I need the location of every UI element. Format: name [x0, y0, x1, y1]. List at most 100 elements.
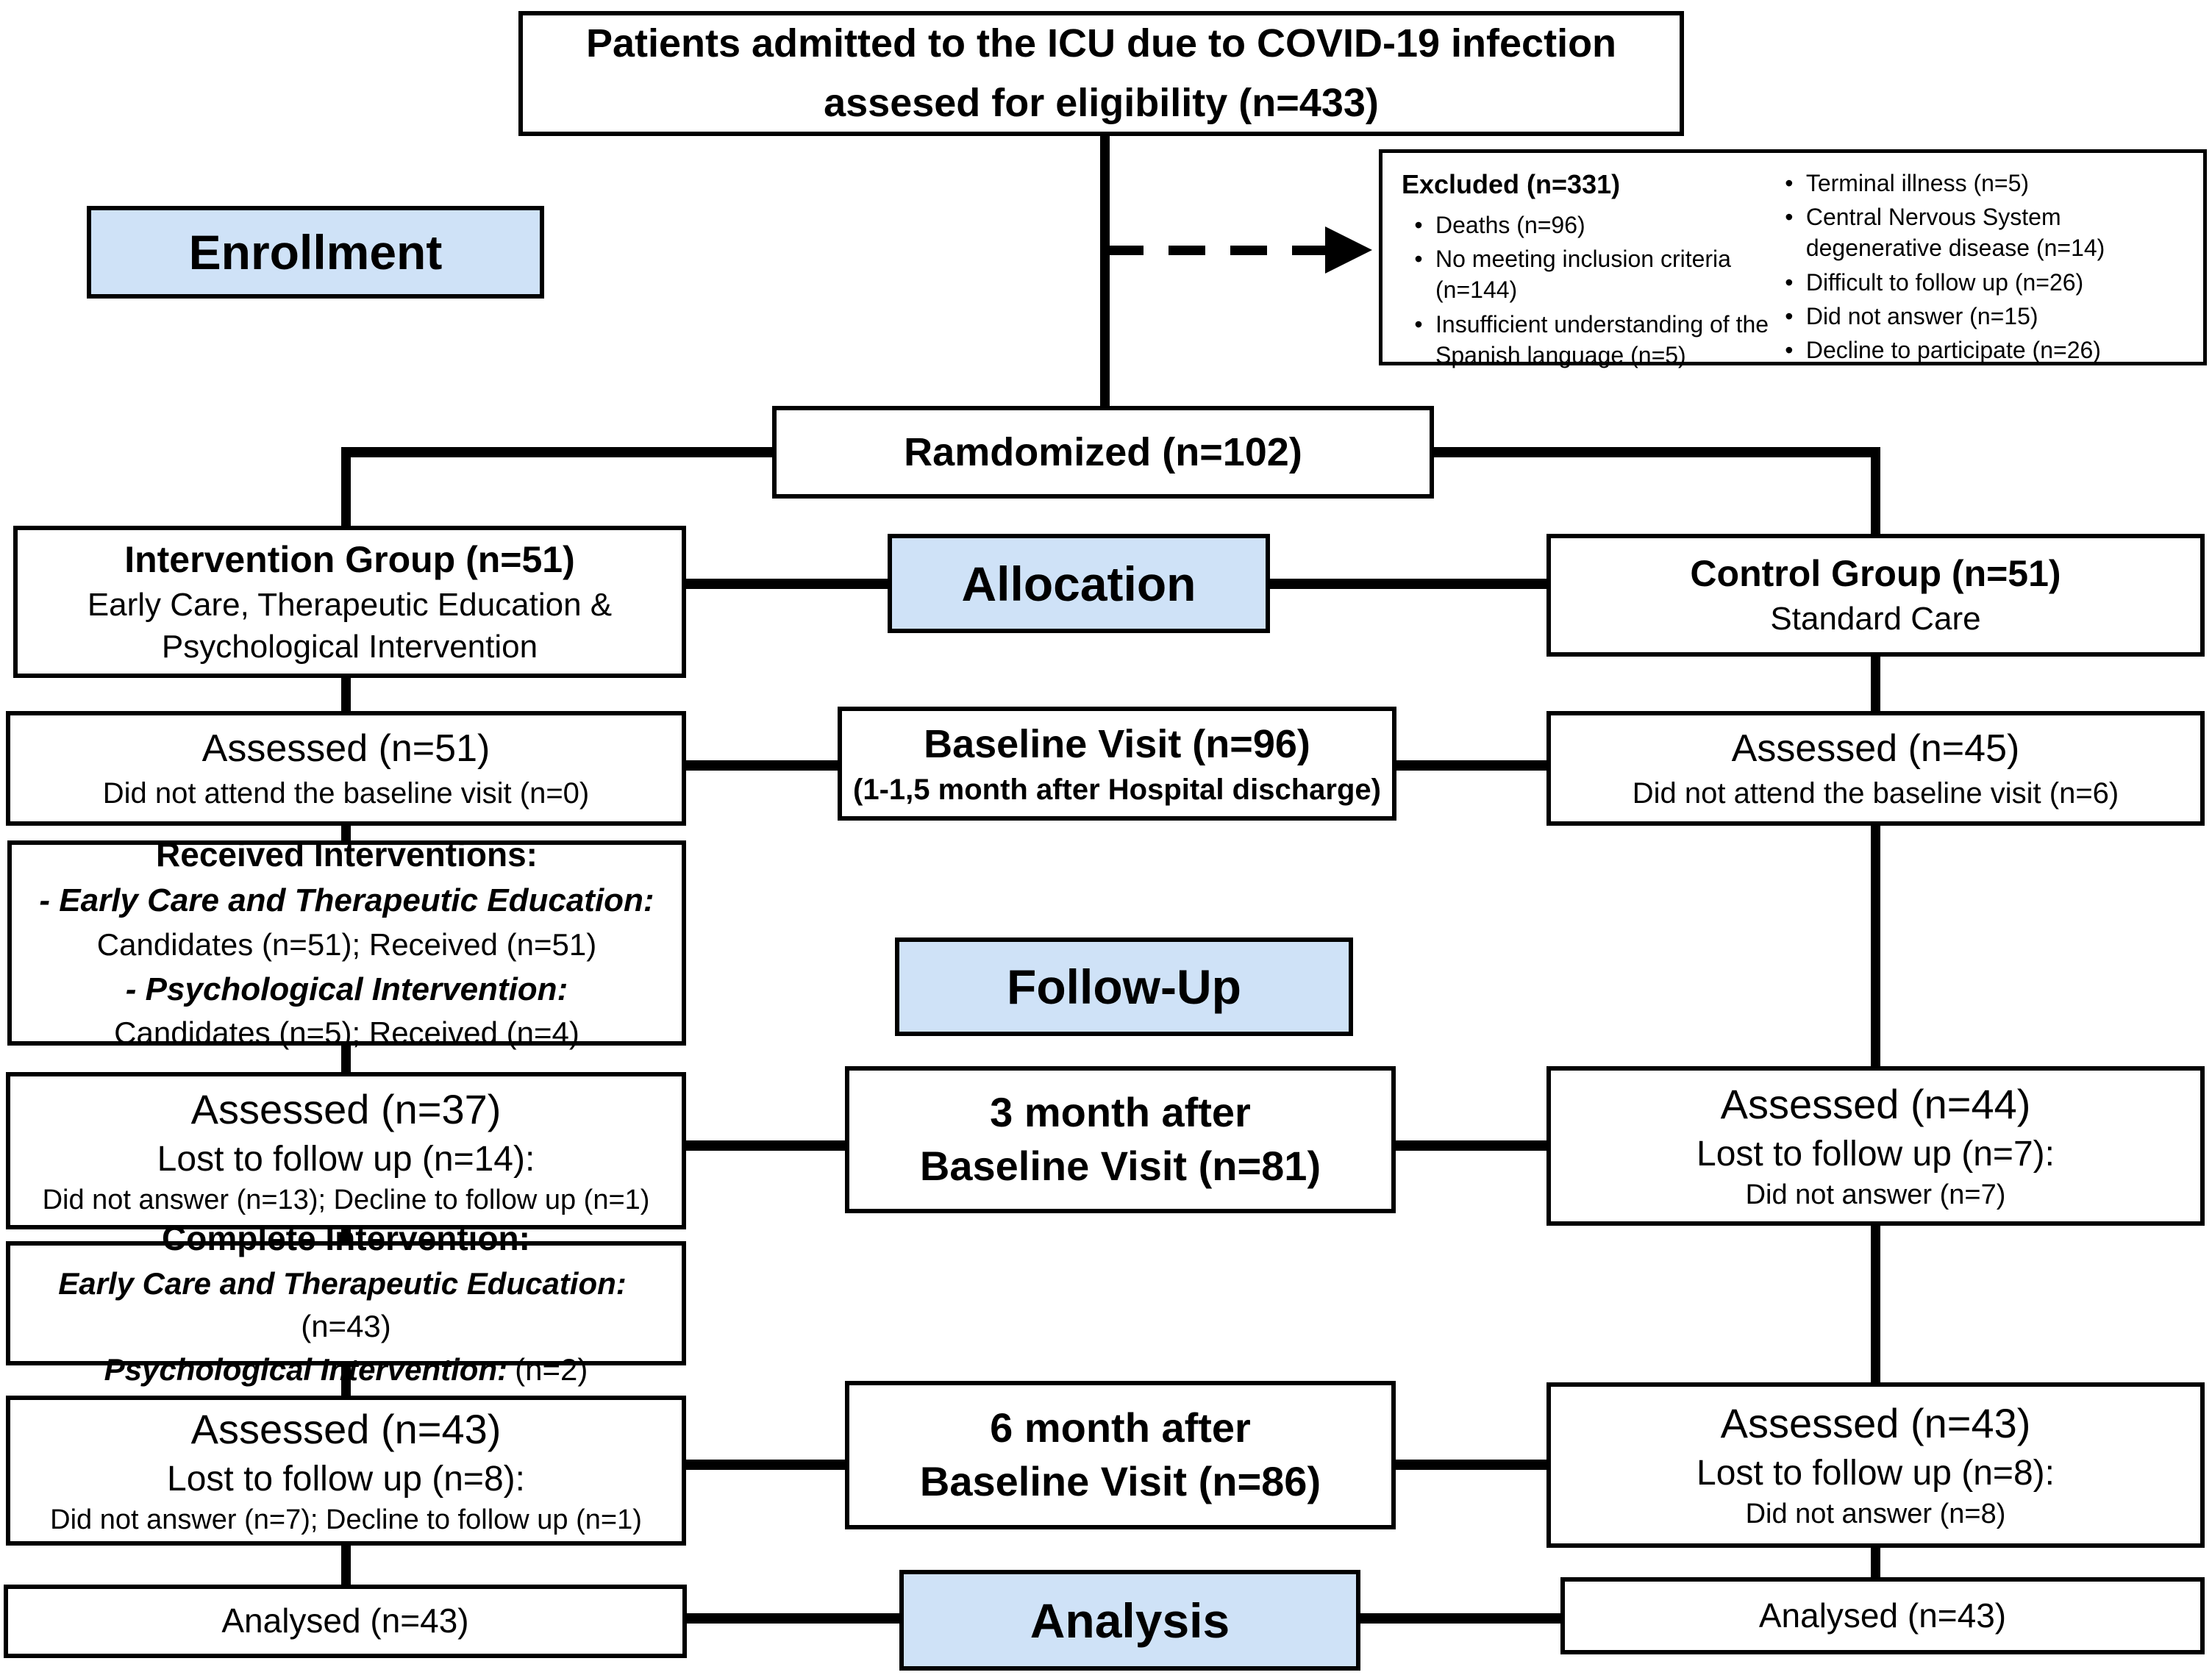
complete-intervention-title: Complete Intervention:: [162, 1219, 530, 1258]
analysed-control-box: Analysed (n=43): [1560, 1577, 2205, 1654]
received-item-label: - Psychological Intervention:: [125, 971, 568, 1007]
excluded-left-column: Excluded (n=331) • Deaths (n=96) • No me…: [1402, 168, 1772, 368]
connector-line: [686, 760, 841, 771]
complete-intervention-box: Complete Intervention: Early Care and Th…: [6, 1219, 686, 1387]
bullet-icon: •: [1785, 302, 1794, 329]
assessed-6month-control-box: Assessed (n=43) Lost to follow up (n=8):…: [1546, 1382, 2205, 1548]
complete-item-value: (n=43): [301, 1309, 391, 1344]
assessed-6month-intervention-box: Assessed (n=43) Lost to follow up (n=8):…: [6, 1396, 686, 1546]
complete-item: Early Care and Therapeutic Education:(n=…: [16, 1262, 676, 1349]
assessed-3month-control-box: Assessed (n=44) Lost to follow up (n=7):…: [1546, 1066, 2205, 1226]
stage-label-analysis-text: Analysis: [1030, 1593, 1230, 1648]
list-item: • No meeting inclusion criteria (n=144): [1402, 243, 1772, 305]
connector-line: [341, 822, 351, 844]
intervention-group-box: Intervention Group (n=51) Early Care, Th…: [13, 526, 686, 678]
visit-3month-line2: Baseline Visit (n=81): [919, 1143, 1321, 1189]
connector-line: [341, 1362, 351, 1399]
excluded-item-text: Terminal illness (n=5): [1805, 170, 2030, 196]
excluded-item-text: Difficult to follow up (n=26): [1805, 268, 2084, 296]
assessed-baseline-intervention-box: Assessed (n=51) Did not attend the basel…: [6, 711, 686, 826]
received-item-label: - Early Care and Therapeutic Education:: [39, 882, 654, 919]
received-interventions-title: Received Interventions:: [156, 835, 538, 874]
list-item: • Terminal illness (n=5): [1772, 168, 2190, 199]
intervention-group-title: Intervention Group (n=51): [124, 538, 575, 580]
baseline-visit-box: Baseline Visit (n=96) (1-1,5 month after…: [838, 707, 1396, 821]
list-item: • Insufficient understanding of the Span…: [1402, 309, 1772, 371]
control-group-title: Control Group (n=51): [1690, 553, 2061, 595]
stage-label-analysis: Analysis: [899, 1570, 1360, 1671]
excluded-item-text: Decline to participate (n=26): [1805, 337, 2101, 364]
received-item-value: Candidates (n=51); Received (n=51): [96, 926, 597, 962]
list-item: • Did not answer (n=15): [1772, 301, 2190, 332]
stage-label-allocation-text: Allocation: [961, 556, 1196, 611]
connector-line: [1394, 760, 1549, 771]
analysed-intervention-box: Analysed (n=43): [4, 1585, 687, 1658]
lost-detail: Did not answer (n=7): [1745, 1179, 2006, 1211]
assessed-count: Assessed (n=43): [1720, 1400, 2031, 1447]
analysed-count: Analysed (n=43): [1758, 1596, 2007, 1635]
complete-item-value: (n=2): [515, 1352, 588, 1388]
excluded-item-text: Deaths (n=96): [1435, 211, 1585, 238]
connector-line: [686, 1460, 848, 1470]
excluded-item-text: Central Nervous System degenerative dise…: [1805, 204, 2105, 262]
connector-line: [1871, 654, 1880, 713]
stage-label-followup: Follow-Up: [895, 938, 1353, 1036]
stage-label-followup-text: Follow-Up: [1007, 960, 1241, 1014]
intervention-group-subtitle-2: Psychological Intervention: [161, 629, 538, 665]
lost-to-followup: Lost to follow up (n=8):: [1697, 1454, 2055, 1493]
connector-line: [686, 579, 889, 589]
baseline-visit-title: Baseline Visit (n=96): [924, 722, 1310, 767]
visit-6month-box: 6 month after Baseline Visit (n=86): [845, 1381, 1396, 1529]
connector-line: [1871, 447, 1880, 535]
connector-line: [341, 1543, 351, 1587]
assessed-count: Assessed (n=37): [190, 1085, 502, 1132]
bullet-icon: •: [1414, 310, 1423, 338]
eligibility-box: Patients admitted to the ICU due to COVI…: [518, 11, 1684, 136]
connector-line: [341, 675, 351, 713]
lost-to-followup: Lost to follow up (n=8):: [167, 1459, 525, 1499]
analysed-count: Analysed (n=43): [221, 1601, 469, 1640]
bullet-icon: •: [1785, 268, 1794, 296]
connector-line: [1269, 579, 1548, 589]
connector-line: [1871, 822, 1880, 1068]
lost-to-followup: Lost to follow up (n=7):: [1697, 1135, 2055, 1174]
randomized-text: Ramdomized (n=102): [904, 429, 1302, 474]
assessed-detail: Did not attend the baseline visit (n=0): [102, 776, 590, 810]
assessed-count: Assessed (n=45): [1731, 727, 2020, 771]
excluded-title: Excluded (n=331): [1402, 169, 1621, 199]
connector-line: [686, 1140, 848, 1151]
control-group-box: Control Group (n=51) Standard Care: [1546, 534, 2205, 657]
connector-line: [341, 1043, 351, 1075]
visit-3month-line1: 3 month after: [990, 1089, 1251, 1136]
connector-line: [343, 447, 772, 457]
eligibility-text: Patients admitted to the ICU due to COVI…: [585, 21, 1617, 125]
stage-label-enrollment-text: Enrollment: [188, 225, 443, 279]
list-item: • Deaths (n=96): [1402, 210, 1772, 240]
bullet-icon: •: [1785, 204, 1794, 231]
assessed-count: Assessed (n=43): [190, 1405, 502, 1452]
assessed-3month-intervention-box: Assessed (n=37) Lost to follow up (n=14)…: [6, 1072, 686, 1229]
connector-line: [1100, 135, 1110, 408]
lost-detail: Did not answer (n=13); Decline to follow…: [42, 1184, 650, 1215]
connector-line: [1434, 447, 1880, 457]
intervention-group-subtitle-1: Early Care, Therapeutic Education &: [87, 586, 613, 623]
bullet-icon: •: [1414, 211, 1423, 238]
visit-3month-box: 3 month after Baseline Visit (n=81): [845, 1066, 1396, 1213]
connector-line: [687, 1613, 902, 1624]
connector-line: [341, 447, 351, 528]
received-item-value: Candidates (n=5); Received (n=4): [114, 1015, 579, 1051]
excluded-item-text: No meeting inclusion criteria (n=144): [1435, 246, 1731, 304]
connector-line: [1393, 1460, 1549, 1470]
list-item: • Difficult to follow up (n=26): [1772, 267, 2190, 298]
bullet-icon: •: [1785, 170, 1794, 196]
connector-line: [1871, 1223, 1880, 1385]
stage-label-allocation: Allocation: [888, 534, 1270, 633]
connector-line: [341, 1226, 351, 1245]
baseline-visit-subtitle: (1-1,5 month after Hospital discharge): [853, 773, 1381, 806]
excluded-item-text: Did not answer (n=15): [1805, 302, 2038, 329]
connector-line: [1393, 1140, 1549, 1151]
bullet-icon: •: [1414, 246, 1423, 273]
connector-line: [1358, 1613, 1563, 1624]
excluded-right-column: • Terminal illness (n=5) • Central Nervo…: [1772, 168, 2190, 363]
